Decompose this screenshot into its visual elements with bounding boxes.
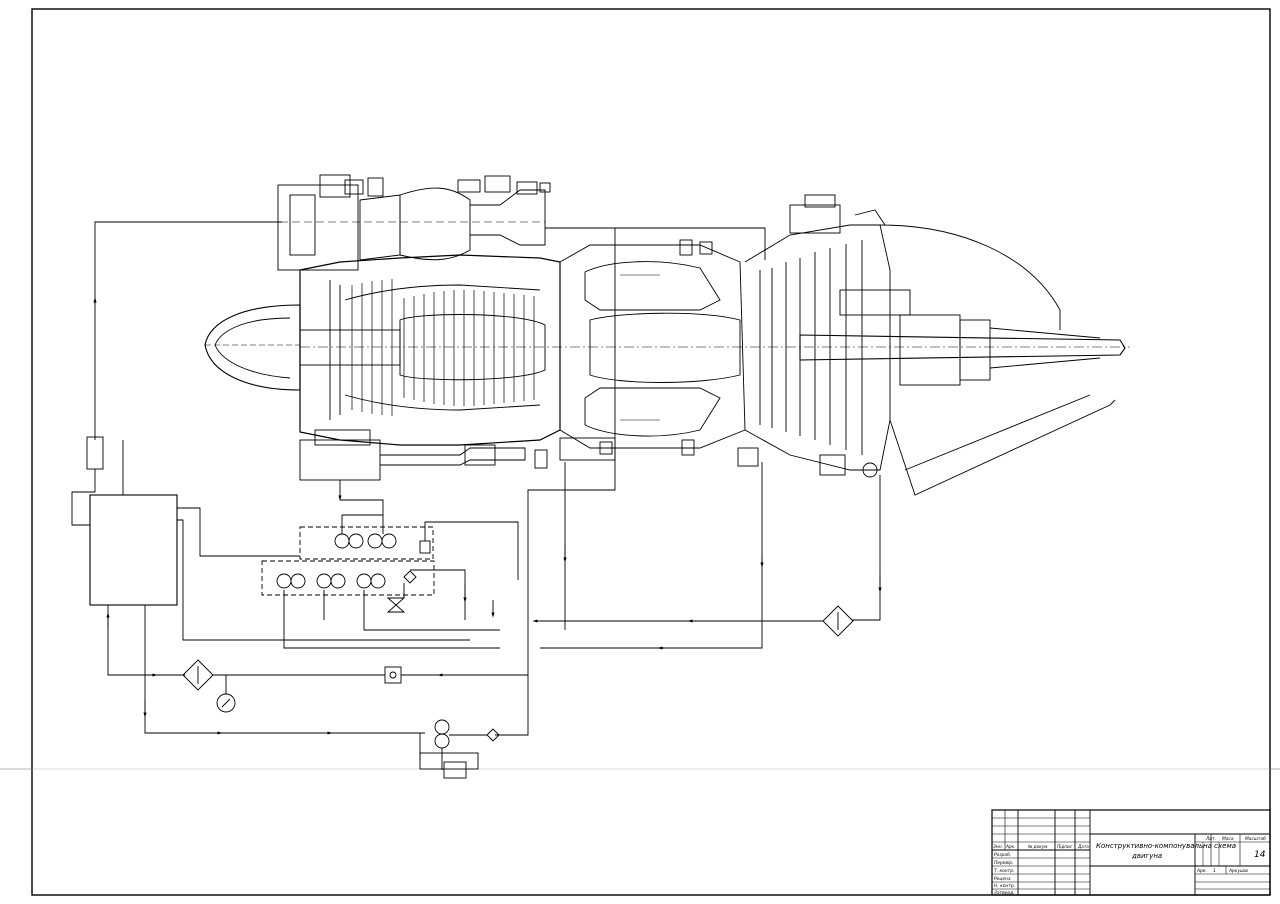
role-recenz: Реценз.	[994, 876, 1012, 882]
role-zatverd: Затверд.	[994, 890, 1015, 896]
title-block-text: Змн. Арк. № докум. Підпис Дата Розроб. П…	[993, 836, 1266, 896]
gear-pump-2	[367, 533, 397, 549]
compressor-blades	[351, 279, 535, 416]
gear-pump-3	[276, 573, 306, 589]
sheet-frame	[31, 8, 1271, 896]
exhaust-and-output-shaft	[799, 209, 1126, 496]
fine-oil-filter	[182, 659, 214, 691]
col-header-n-dokum: № докум.	[1027, 844, 1049, 849]
pressure-pump-box	[261, 560, 435, 596]
title-block	[991, 809, 1271, 896]
role-n-kontr: Н. контр.	[994, 883, 1015, 889]
pressure-regulating-valve	[419, 752, 479, 770]
main-oil-filter	[822, 605, 854, 637]
header-lit: Лит.	[1205, 836, 1216, 842]
header-masa: Маса	[1222, 836, 1234, 842]
sheet-number: 14	[1254, 850, 1266, 860]
col-header-pidpys: Підпис	[1057, 844, 1073, 849]
gear-pump-1	[334, 533, 364, 549]
col-header-zmin: Змн.	[993, 844, 1003, 849]
accessory-gearbox-bottom	[299, 429, 616, 481]
combustion-chamber	[559, 239, 759, 467]
col-header-arkush: Арк.	[1005, 844, 1015, 849]
header-masshtab: Масштаб	[1245, 836, 1266, 842]
col-header-data: Дата	[1077, 844, 1089, 849]
oil-cooler-element	[86, 436, 104, 470]
accessory-gearbox-top	[277, 174, 551, 271]
gear-pump-5	[356, 573, 386, 589]
pressure-sensor	[384, 666, 402, 684]
boost-pump	[434, 719, 450, 749]
engine-cross-section	[204, 174, 1130, 496]
compressor-outer-casing	[299, 254, 561, 446]
oil-system-schematic	[71, 221, 882, 779]
sheet-row-arkushiv: Аркушів	[1228, 868, 1248, 874]
drawing-title-line2: двигуна	[1131, 852, 1162, 860]
sheet-row-ark-num: 1	[1213, 868, 1216, 874]
gear-pump-4	[316, 573, 346, 589]
relief-valve	[386, 597, 406, 613]
role-perevir: Перевір.	[994, 860, 1013, 866]
sheet-row-ark: Арк.	[1196, 868, 1207, 874]
drawing-title-line1: Конструктивно-компонувальна схема	[1096, 842, 1236, 850]
scavenge-pump-box	[299, 526, 434, 560]
role-t-kontr: Т. контр.	[994, 868, 1014, 874]
oil-tank	[89, 494, 178, 606]
role-rozrob: Розроб.	[994, 852, 1011, 858]
